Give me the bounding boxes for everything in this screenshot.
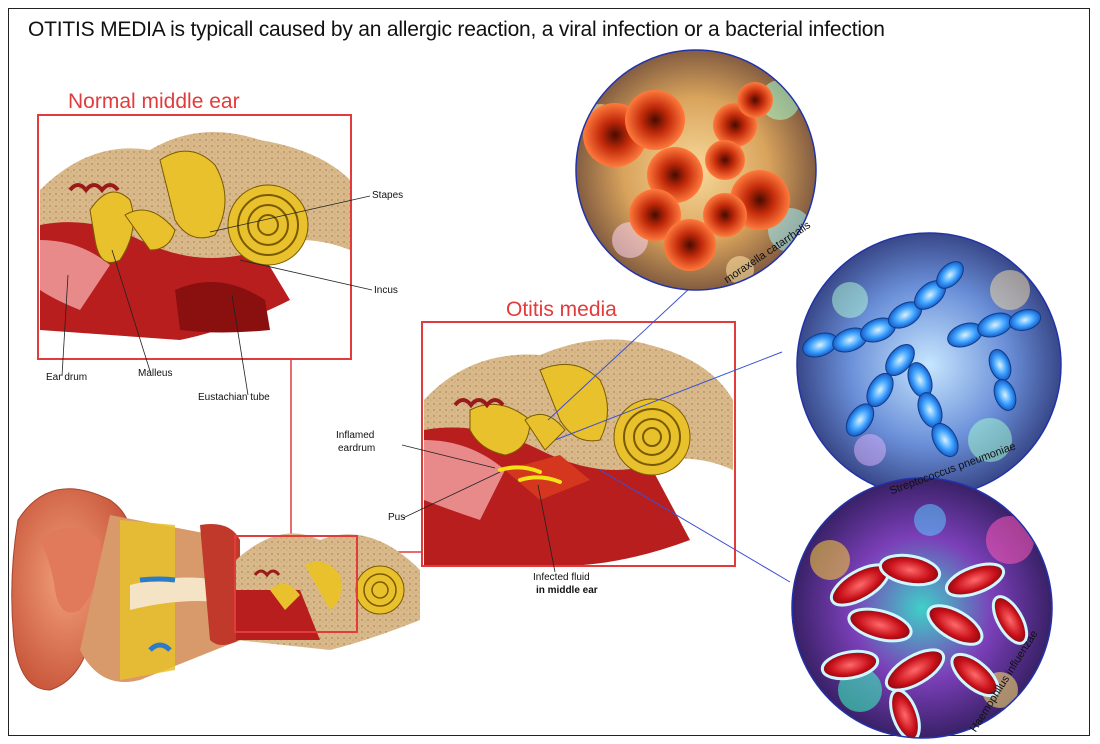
moraxella-circle (576, 50, 816, 290)
haemophilus-circle (792, 478, 1052, 744)
label-incus: Incus (374, 285, 398, 297)
label-malleus: Malleus (138, 368, 172, 380)
label-infected-fluid: Infected fluid (533, 572, 590, 584)
otitis-ear-drawing (422, 322, 735, 566)
label-eardrum: eardrum (338, 443, 375, 455)
label-middle-ear: in middle ear (536, 585, 598, 597)
label-stapes: Stapes (372, 190, 403, 202)
streptococcus-circle (797, 233, 1061, 497)
label-inflamed: Inflamed (336, 430, 374, 442)
normal-ear-drawing (38, 115, 351, 359)
label-eustachian-tube: Eustachian tube (198, 392, 270, 404)
label-ear-drum: Ear drum (46, 372, 87, 384)
external-ear-drawing (12, 489, 420, 690)
label-pus: Pus (388, 512, 405, 524)
otitis-heading: Otitis media (506, 298, 617, 322)
normal-ear-heading: Normal middle ear (68, 90, 240, 114)
